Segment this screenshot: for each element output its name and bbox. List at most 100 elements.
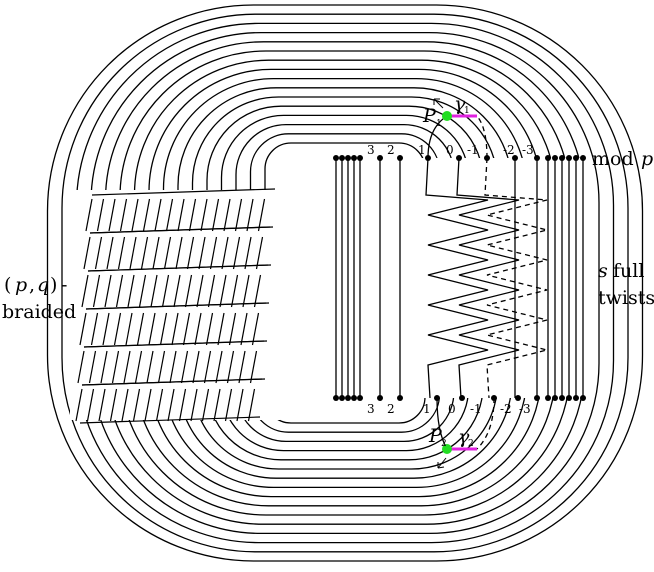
top-dot — [333, 155, 339, 161]
braid-strand — [75, 388, 83, 422]
top-dot — [377, 155, 383, 161]
braid-band-top — [83, 340, 268, 348]
braid-strand — [230, 274, 239, 308]
top-dot — [351, 155, 357, 161]
dashed-to-gamma2 — [476, 397, 495, 450]
top-label-m3: -3 — [522, 143, 534, 157]
p1-arrow-head — [433, 98, 440, 105]
braid-strand — [104, 274, 112, 308]
top-label-0: 0 — [446, 143, 454, 157]
strand-loop — [90, 31, 600, 535]
braid-strand — [138, 274, 147, 308]
bottom-dot — [459, 395, 465, 401]
braid-strand — [171, 312, 179, 346]
twists-label: s full twists — [598, 260, 654, 309]
braid-strand — [154, 198, 162, 232]
braid-strand — [249, 350, 258, 384]
braid-band-top — [89, 226, 274, 234]
strand-loop — [46, 4, 644, 562]
bottom-dot — [345, 395, 351, 401]
bottom-dot — [515, 395, 521, 401]
braid-strand — [88, 350, 97, 384]
braid-strand — [257, 198, 266, 232]
bottom-dot — [397, 395, 403, 401]
braid-strand — [198, 236, 206, 270]
braid-strand — [148, 312, 156, 346]
braided-paren-close: ) — [50, 274, 57, 296]
bottom-label-m1: -1 — [470, 402, 482, 416]
braid-strand — [161, 274, 170, 308]
top-dot — [339, 155, 345, 161]
bottom-number-labels: 3 2 1 0 -1 -2 -3 — [367, 402, 531, 416]
strand-loop — [177, 87, 513, 479]
top-dot — [580, 155, 586, 161]
braid-strand — [155, 388, 164, 422]
braid-strand — [96, 198, 105, 232]
braid-strand — [98, 388, 106, 422]
braided-dash: - — [61, 274, 67, 296]
strand-loop — [119, 50, 571, 516]
mod-p-text: p — [641, 148, 653, 170]
bottom-dot — [573, 395, 579, 401]
bottom-dot — [434, 395, 440, 401]
braid-strand — [121, 388, 129, 422]
strand-loop — [148, 68, 542, 498]
braid-strand — [242, 274, 250, 308]
braid-strand — [247, 388, 256, 422]
braid-strand — [211, 198, 220, 232]
braid-strand — [180, 350, 189, 384]
gamma2-label: γ — [458, 426, 470, 448]
braid-strand — [203, 350, 212, 384]
braided-region — [70, 188, 280, 424]
braided-comma: , — [29, 274, 35, 296]
strand-loop — [104, 41, 586, 525]
strand-loop — [162, 77, 528, 489]
braid-strand — [221, 236, 229, 270]
braid-strand — [173, 274, 181, 308]
braid-strand — [215, 350, 223, 384]
gamma2-sub: 2 — [468, 439, 474, 449]
top-number-labels: 3 2 1 0 -1 -2 -3 — [367, 143, 534, 157]
braid-strand — [117, 236, 126, 270]
braid-strand — [90, 312, 99, 346]
dashed-to-gamma1 — [476, 115, 488, 159]
braided-p: p — [15, 274, 27, 296]
braided-paren-open: ( — [4, 274, 11, 296]
braid-band-top — [85, 302, 270, 310]
strand-loop — [264, 142, 426, 424]
bottom-label-m2: -2 — [500, 402, 512, 416]
top-label-1: 1 — [418, 143, 426, 157]
braid-strand — [228, 312, 237, 346]
braid-strand — [146, 350, 154, 384]
braid-strand — [152, 236, 160, 270]
braided-label: ( p , q ) - braided — [2, 274, 76, 323]
top-dot — [484, 155, 490, 161]
braid-band-top — [81, 378, 266, 386]
endpoint-dots — [333, 155, 586, 401]
p2-marker: P 2 γ 2 — [428, 425, 477, 469]
braid-strand — [175, 236, 183, 270]
twist-strand-dashed — [484, 157, 548, 399]
strand-loop — [235, 123, 455, 443]
braid-strand — [169, 350, 177, 384]
strand-loop — [61, 13, 629, 553]
bottom-dot — [339, 395, 345, 401]
braided-word: braided — [2, 301, 76, 323]
braided-q: q — [37, 274, 49, 296]
p1-arrow — [433, 98, 444, 109]
braid-strand — [182, 312, 191, 346]
braid-strand — [219, 274, 227, 308]
braid-strand — [238, 350, 246, 384]
strand-loop — [75, 22, 615, 544]
twists-s: s — [598, 260, 608, 282]
top-dot — [425, 155, 431, 161]
top-dot — [456, 155, 462, 161]
p2-sub: 2 — [441, 439, 447, 449]
braid-strand — [125, 312, 133, 346]
strand-paths — [46, 4, 644, 562]
twist-strand — [425, 157, 489, 399]
braid-strand — [244, 236, 252, 270]
top-dot — [573, 155, 579, 161]
top-label-3: 3 — [367, 143, 375, 157]
